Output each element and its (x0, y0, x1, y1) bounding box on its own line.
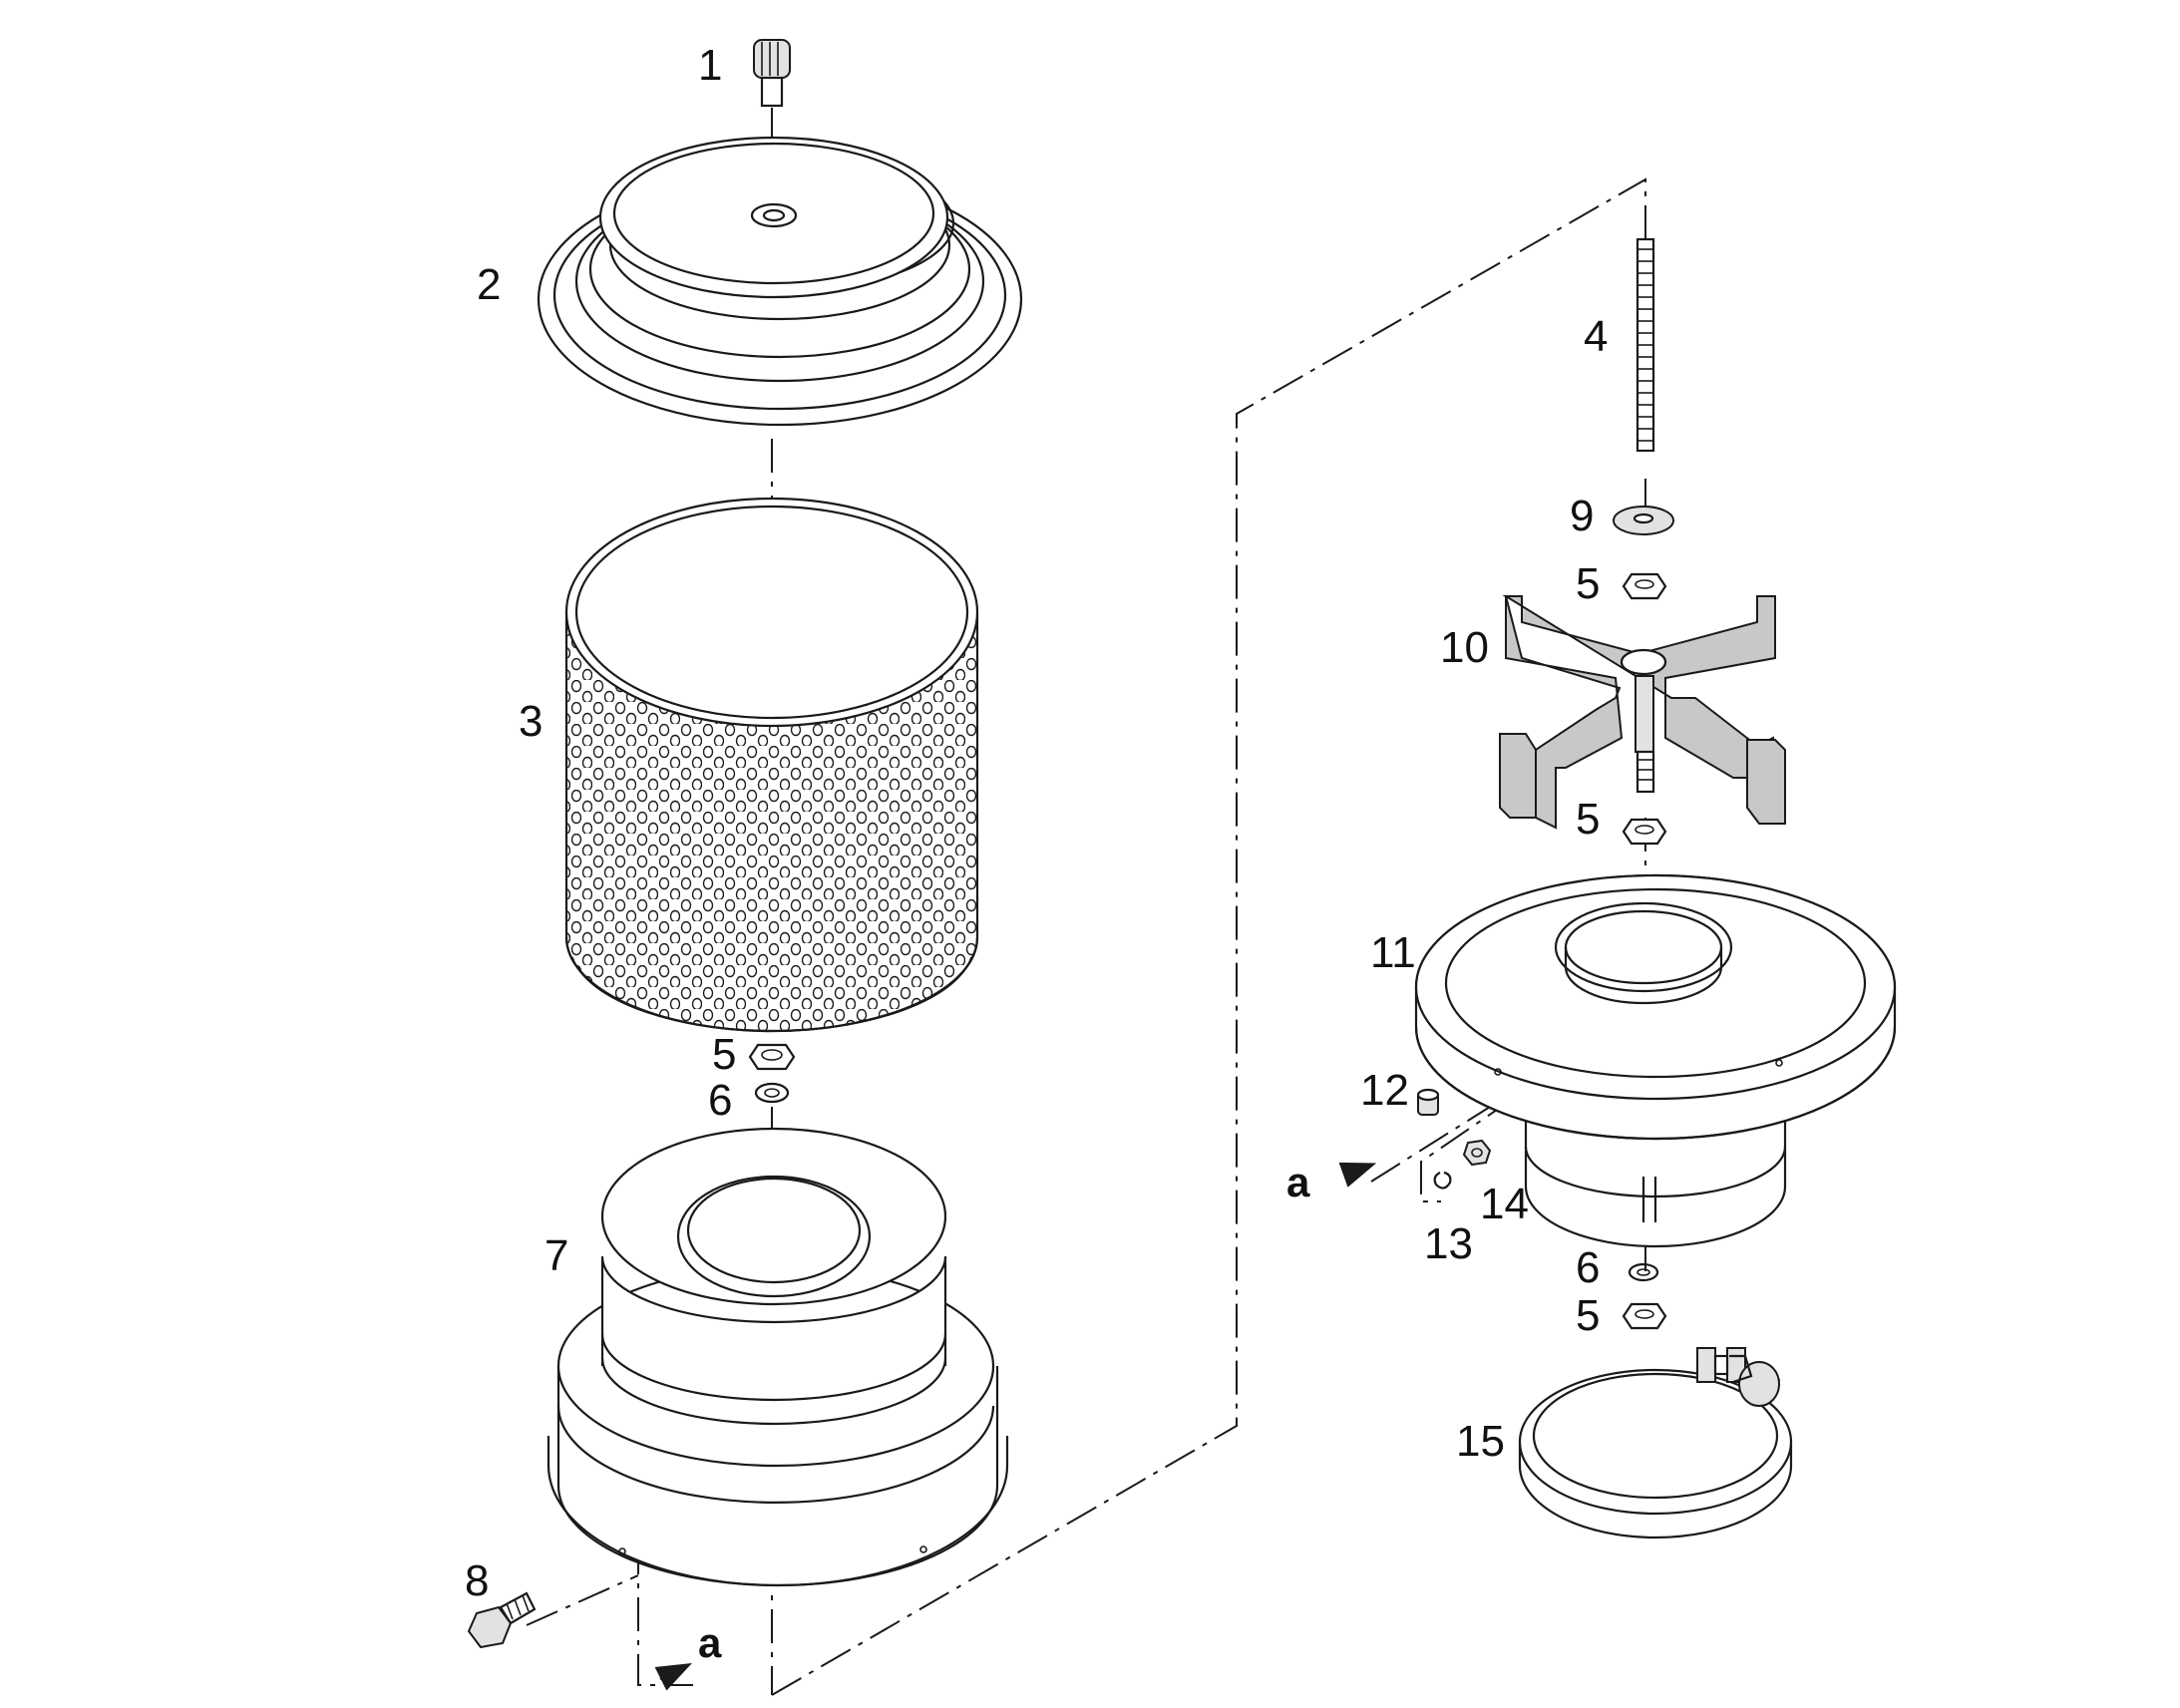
part-clip (1433, 1171, 1452, 1190)
part-base-inlet (1414, 873, 1897, 1248)
part-housing (546, 1127, 1009, 1587)
part-nut-right-middle (1622, 818, 1667, 846)
callout-15: 15 (1456, 1417, 1505, 1466)
part-knob (753, 39, 791, 108)
part-filter-element (564, 497, 979, 1033)
part-washer-large (1613, 506, 1674, 535)
connection-arrows (654, 1162, 1377, 1691)
callout-1: 1 (698, 41, 722, 90)
mark-a-left: a (698, 1619, 722, 1666)
part-threaded-rod (1635, 237, 1655, 453)
callout-2: 2 (477, 260, 501, 309)
callout-3: 3 (519, 697, 543, 746)
callout-11: 11 (1370, 928, 1416, 977)
part-spider-bracket (1499, 595, 1786, 830)
callout-12: 12 (1360, 1066, 1409, 1115)
callout-5b: 5 (1576, 559, 1600, 608)
callout-6a: 6 (708, 1076, 732, 1125)
callout-9: 9 (1570, 492, 1594, 540)
callout-5c: 5 (1576, 795, 1600, 844)
part-washer-right (1628, 1262, 1659, 1282)
callout-7: 7 (545, 1231, 568, 1280)
part-washer-left (754, 1082, 790, 1104)
mark-a-right: a (1286, 1159, 1310, 1205)
part-nut-small (1462, 1139, 1492, 1167)
part-hose-clamp (1518, 1347, 1793, 1539)
callout-14: 14 (1480, 1180, 1529, 1228)
callout-10: 10 (1440, 623, 1489, 672)
part-nut-right-lower (1622, 1302, 1667, 1330)
callout-labels: 1 2 3 4 5 5 5 5 6 6 7 8 9 10 11 12 13 14… (465, 41, 1608, 1666)
part-cover (537, 136, 1023, 427)
callout-13: 13 (1424, 1219, 1473, 1268)
part-nut-left (748, 1043, 796, 1071)
part-bolt (467, 1591, 537, 1649)
part-plug (1416, 1088, 1440, 1116)
part-nut-right-upper (1622, 572, 1667, 600)
callout-6b: 6 (1576, 1243, 1600, 1292)
callout-4: 4 (1584, 312, 1608, 361)
callout-5a: 5 (712, 1030, 736, 1079)
callout-8: 8 (465, 1556, 489, 1605)
callout-5d: 5 (1576, 1291, 1600, 1340)
